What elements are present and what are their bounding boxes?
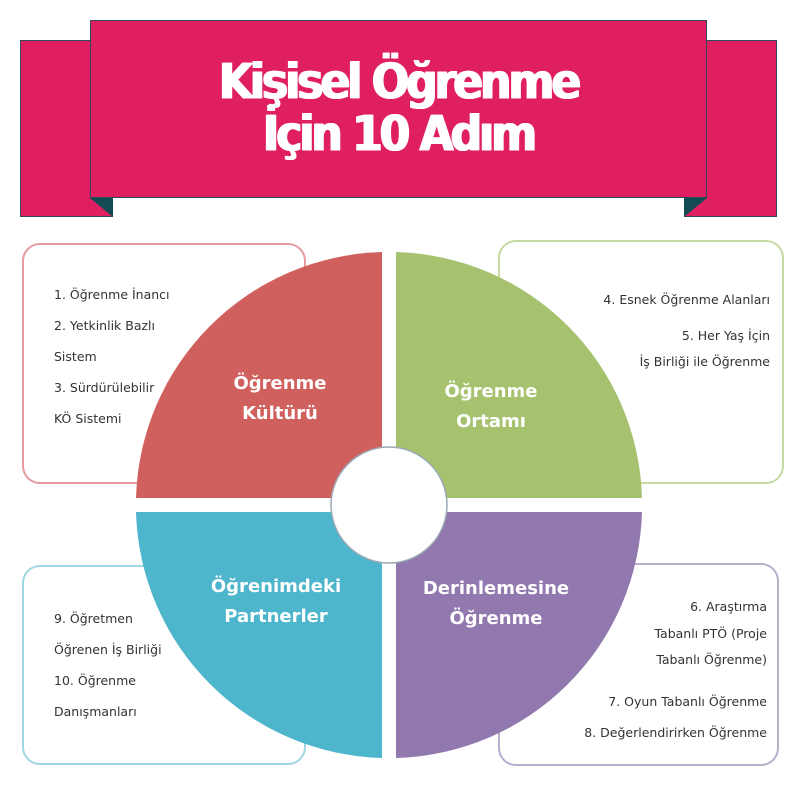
list-item: Tabanlı Öğrenme)	[656, 652, 767, 667]
quadrant-label-line1: Derinlemesine	[422, 578, 570, 599]
quadrant-label-line2: Partnerler	[224, 606, 328, 627]
list-item: Sistem	[54, 349, 97, 364]
quadrant-learning-culture	[136, 252, 382, 498]
list-item: 1. Öğrenme İnancı	[54, 287, 170, 302]
banner-title-line2: İçin 10 Adım	[262, 105, 537, 163]
quadrant-label-line1: Öğrenimdeki	[210, 576, 342, 597]
list-item: KÖ Sistemi	[54, 411, 122, 426]
list-item: Danışmanları	[54, 704, 137, 719]
list-item: 2. Yetkinlik Bazlı	[54, 318, 156, 333]
quadrant-label-deep-learning: Derinlemesine Öğrenme	[396, 574, 596, 634]
list-item: 10. Öğrenme	[54, 673, 136, 688]
quadrant-label-learning-culture: Öğrenme Kültürü	[180, 369, 380, 429]
quadrant-label-learning-partners: Öğrenimdeki Partnerler	[176, 572, 376, 632]
quadrant-label-line2: Kültürü	[242, 403, 318, 424]
quadrant-label-line1: Öğrenme	[233, 373, 327, 394]
banner-title-line1: Kişisel Öğrenme	[218, 53, 581, 111]
list-item: 5. Her Yaş İçin	[681, 328, 770, 343]
list-item: 7. Oyun Tabanlı Öğrenme	[608, 694, 767, 709]
list-item: Öğrenen İş Birliği	[54, 642, 162, 657]
fold-triangle-left	[90, 198, 113, 217]
list-item: 3. Sürdürülebilir	[54, 380, 155, 395]
list-item: 8. Değerlendirirken Öğrenme	[584, 725, 767, 740]
ribbon-fold-left	[90, 198, 113, 217]
list-item: Tabanlı PTÖ (Proje	[654, 626, 767, 641]
list-item: 4. Esnek Öğrenme Alanları	[603, 292, 770, 307]
quadrant-learning-environment	[396, 252, 642, 498]
list-item: 6. Araştırma	[690, 599, 767, 614]
fold-triangle-right	[684, 198, 707, 217]
quadrant-deep-learning	[396, 512, 642, 758]
quadrant-label-line2: Ortamı	[456, 411, 526, 432]
banner-front: Kişisel Öğrenme İçin 10 Adım	[90, 20, 707, 198]
quadrant-learning-partners	[136, 512, 382, 758]
ribbon-fold-right	[684, 198, 707, 217]
center-hole	[330, 446, 448, 564]
list-item: İş Birliği ile Öğrenme	[639, 354, 770, 369]
quadrant-label-line1: Öğrenme	[444, 381, 538, 402]
quadrant-label-line2: Öğrenme	[449, 608, 543, 629]
quadrant-label-learning-environment: Öğrenme Ortamı	[391, 377, 591, 437]
list-item: 9. Öğretmen	[54, 611, 133, 626]
